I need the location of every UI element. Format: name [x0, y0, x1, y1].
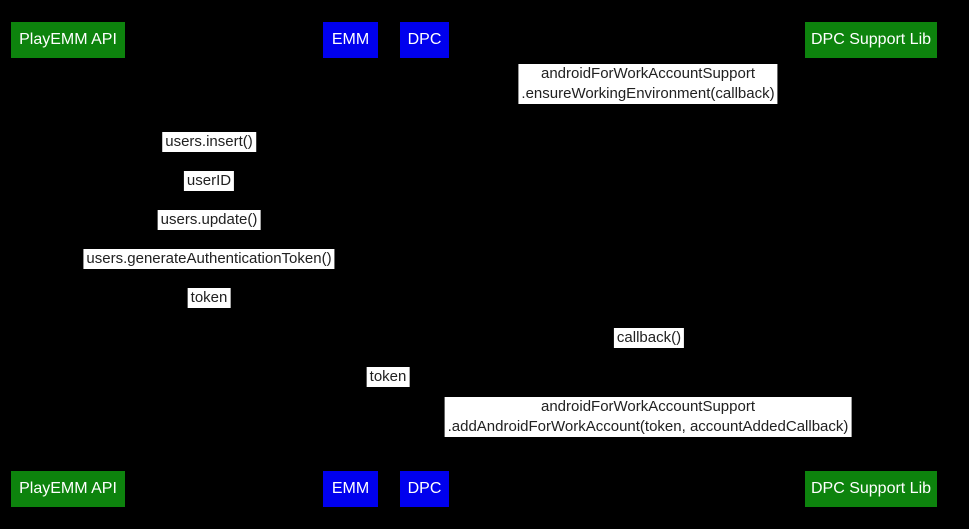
- message-line: androidForWorkAccountSupport: [540, 65, 755, 82]
- participant-playemm-api-bottom: PlayEMM API: [11, 471, 125, 507]
- participant-emm-bottom: EMM: [323, 471, 378, 507]
- participant-playemm-api-top: PlayEMM API: [11, 22, 125, 58]
- message-line: .addAndroidForWorkAccount(token, account…: [447, 418, 849, 435]
- message-users-update: users.update(): [157, 210, 261, 230]
- message-users-insert: users.insert(): [162, 132, 256, 152]
- participant-dpc-support-lib-top: DPC Support Lib: [805, 22, 937, 58]
- message-generate-authentication-token: users.generateAuthenticationToken(): [83, 249, 335, 269]
- message-ensure-working-environment: androidForWorkAccountSupport .ensureWork…: [518, 64, 778, 104]
- participant-dpc-bottom: DPC: [400, 471, 449, 507]
- message-callback: callback(): [613, 328, 685, 348]
- message-line: androidForWorkAccountSupport: [541, 398, 755, 415]
- participant-emm-top: EMM: [323, 22, 378, 58]
- participant-dpc-top: DPC: [400, 22, 449, 58]
- message-line: .ensureWorkingEnvironment(callback): [521, 85, 775, 102]
- message-user-id: userID: [183, 171, 235, 191]
- message-token-forward: token: [366, 367, 410, 387]
- message-add-android-for-work-account: androidForWorkAccountSupport .addAndroid…: [444, 397, 852, 437]
- message-token-return: token: [187, 288, 231, 308]
- participant-dpc-support-lib-bottom: DPC Support Lib: [805, 471, 937, 507]
